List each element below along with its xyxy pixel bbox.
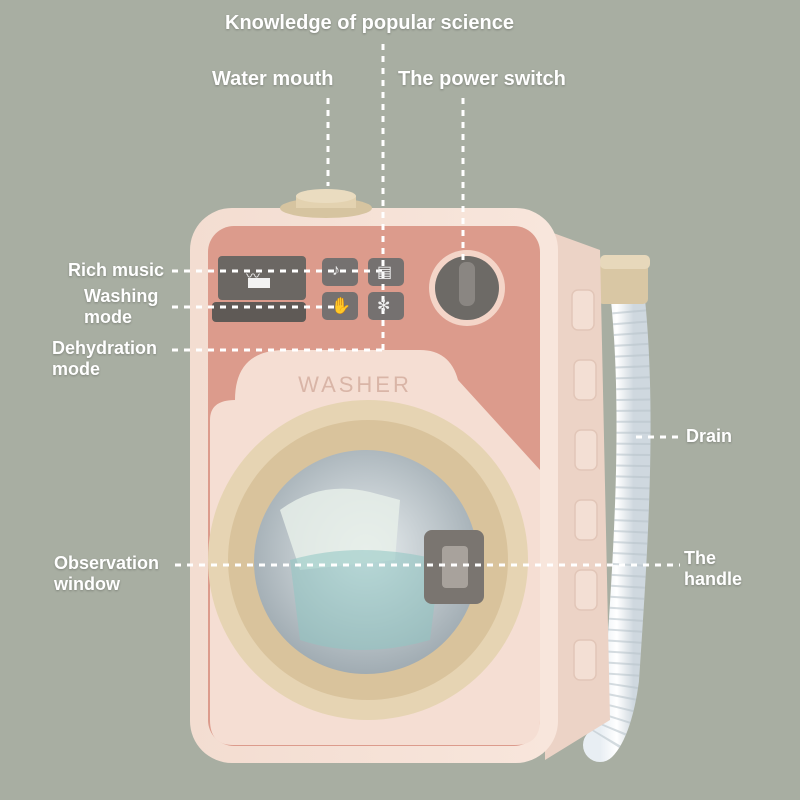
label-washing-mode: Washing mode (84, 286, 158, 328)
door-handle (424, 530, 484, 604)
label-dehydration-line1: Dehydration (52, 338, 158, 358)
washer-brand: WASHER (298, 372, 412, 397)
label-dehydration-line2: mode (52, 359, 101, 379)
power-dial (429, 250, 505, 326)
spin-fan-icon: ✻ (377, 298, 391, 315)
drain-hose (583, 255, 651, 762)
label-observation-window: Observation window (54, 553, 159, 595)
tub-icon: 〰 (246, 268, 260, 284)
label-knowledge: Knowledge of popular science (225, 12, 514, 34)
water-mouth (280, 189, 372, 218)
label-power-switch: The power switch (398, 68, 566, 90)
control-buttons (322, 258, 404, 320)
label-handle-line1: The (684, 548, 717, 568)
label-washing-mode-line2: mode (84, 307, 133, 327)
label-observation-line2: window (54, 574, 120, 594)
label-dehydration-mode: Dehydration mode (52, 338, 157, 380)
label-drain: Drain (686, 426, 733, 446)
music-note-icon: ♪ (332, 262, 340, 279)
book-icon: ▤ (377, 264, 393, 281)
label-water-mouth: Water mouth (212, 68, 334, 90)
label-handle: The handle (684, 548, 742, 590)
label-washing-mode-line1: Washing (84, 286, 159, 306)
leader-lines (172, 44, 684, 567)
wash-hand-icon: ✋ (331, 298, 351, 315)
label-observation-line1: Observation (54, 553, 160, 573)
label-rich-music: Rich music (68, 260, 165, 280)
label-handle-line2: handle (684, 569, 743, 589)
side-ribs (571, 289, 598, 681)
